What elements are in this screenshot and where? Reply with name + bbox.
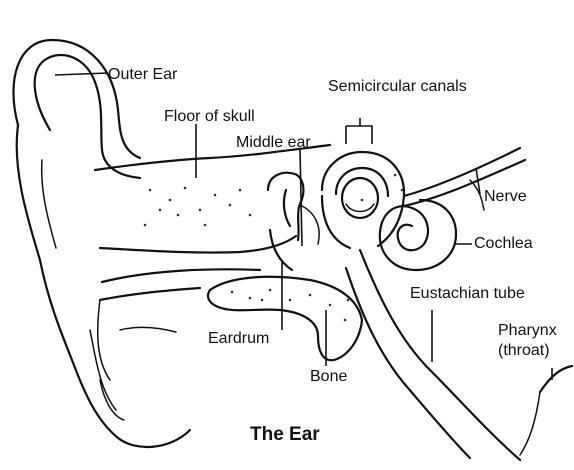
pharynx-shape <box>520 366 572 455</box>
label-eardrum: Eardrum <box>208 330 269 348</box>
eustachian-tube-shape <box>346 250 520 460</box>
middle-ear-bones <box>268 173 319 270</box>
label-cochlea: Cochlea <box>474 235 533 253</box>
label-outer-ear: Outer Ear <box>108 66 177 84</box>
outer-ear-shape <box>13 40 190 447</box>
label-pharynx: Pharynx <box>498 322 557 340</box>
label-nerve: Nerve <box>484 188 527 206</box>
diagram-title: The Ear <box>250 426 320 444</box>
label-floor-of-skull: Floor of skull <box>164 108 255 126</box>
cochlea-shape <box>380 200 456 270</box>
label-bone: Bone <box>310 368 347 386</box>
label-middle-ear: Middle ear <box>236 134 311 152</box>
label-semicircular-canals: Semicircular canals <box>328 78 467 96</box>
label-leaders <box>55 73 552 380</box>
label-throat: (throat) <box>498 342 550 360</box>
label-eustachian-tube: Eustachian tube <box>410 285 525 303</box>
